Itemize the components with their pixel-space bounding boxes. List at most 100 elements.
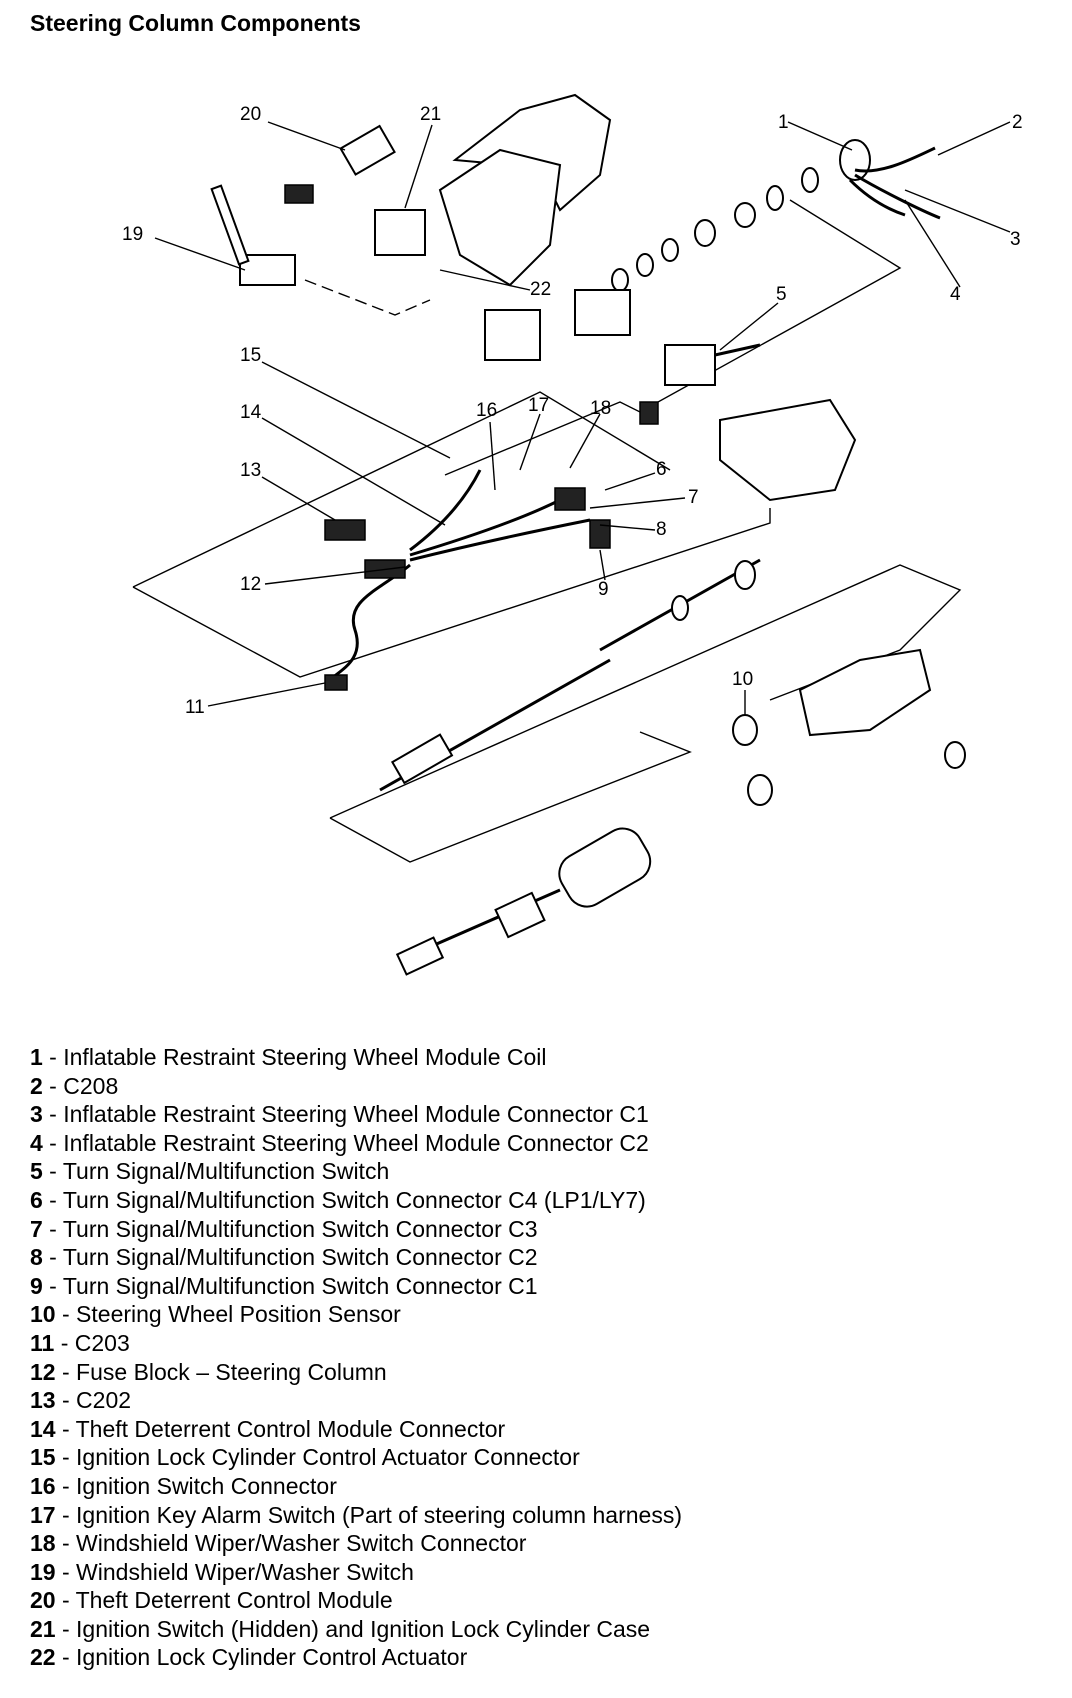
legend-text: Inflatable Restraint Steering Wheel Modu… [63, 1044, 547, 1070]
legend-separator: - [42, 1044, 64, 1070]
upper-bearing-stack [611, 139, 941, 292]
legend-text: Inflatable Restraint Steering Wheel Modu… [63, 1101, 649, 1128]
callout-8: 8 [656, 519, 667, 540]
legend-item: 21 - Ignition Switch (Hidden) and Igniti… [30, 1615, 682, 1644]
callout-4: 4 [950, 284, 961, 305]
legend-text: Ignition Key Alarm Switch (Part of steer… [76, 1501, 682, 1528]
legend-item: 1 - Inflatable Restraint Steering Wheel … [30, 1043, 682, 1072]
callout-1: 1 [778, 112, 789, 133]
legend-separator: - [55, 1444, 77, 1471]
legend-separator: - [55, 1501, 77, 1528]
legend-number: 17 [30, 1501, 56, 1528]
legend-number: 11 [30, 1329, 55, 1356]
legend-separator: - [55, 1558, 77, 1585]
legend-text: Ignition Switch Connector [76, 1472, 337, 1499]
callout-19: 19 [122, 224, 143, 245]
legend-separator: - [42, 1272, 63, 1299]
legend-separator: - [42, 1186, 63, 1213]
legend-item: 11 - C203 [30, 1329, 682, 1358]
legend-item: 16 - Ignition Switch Connector [30, 1472, 682, 1501]
callout-6: 6 [656, 459, 667, 480]
legend-text: Ignition Lock Cylinder Control Actuator [76, 1644, 468, 1671]
legend-separator: - [42, 1072, 64, 1099]
callout-labels: 1 2 3 4 5 6 7 8 9 10 11 12 13 14 15 16 1… [122, 104, 1023, 718]
legend-separator: - [42, 1215, 63, 1242]
legend-text: Turn Signal/Multifunction Switch Connect… [62, 1215, 538, 1242]
legend-number: 8 [30, 1244, 43, 1271]
legend-item: 15 - Ignition Lock Cylinder Control Actu… [30, 1443, 682, 1472]
legend-number: 20 [30, 1587, 56, 1614]
legend-number: 10 [30, 1301, 56, 1328]
legend-item: 7 - Turn Signal/Multifunction Switch Con… [30, 1215, 682, 1244]
legend-number: 2 [30, 1072, 43, 1099]
legend-item: 6 - Turn Signal/Multifunction Switch Con… [30, 1186, 682, 1215]
legend-text: Windshield Wiper/Washer Switch Connector [76, 1530, 527, 1557]
legend-separator: - [55, 1644, 77, 1671]
callout-3: 3 [1010, 229, 1021, 250]
legend-separator: - [54, 1329, 75, 1356]
legend-item: 12 - Fuse Block – Steering Column [30, 1358, 682, 1387]
legend-separator: - [42, 1244, 63, 1271]
legend-text: Theft Deterrent Control Module [75, 1587, 393, 1614]
callout-9: 9 [598, 579, 609, 600]
legend-item: 5 - Turn Signal/Multifunction Switch [30, 1157, 682, 1186]
legend-separator: - [55, 1530, 77, 1557]
legend-number: 1 [30, 1044, 43, 1070]
legend-separator: - [55, 1387, 77, 1414]
callout-22: 22 [530, 279, 551, 300]
legend-separator: - [42, 1101, 64, 1128]
legend-number: 13 [30, 1387, 56, 1414]
legend-text: Windshield Wiper/Washer Switch [76, 1558, 414, 1585]
legend-number: 18 [30, 1530, 56, 1557]
legend-item: 14 - Theft Deterrent Control Module Conn… [30, 1415, 682, 1444]
legend-item: 13 - C202 [30, 1386, 682, 1415]
legend-text: Ignition Lock Cylinder Control Actuator … [76, 1444, 580, 1471]
legend-separator: - [55, 1415, 76, 1442]
legend-number: 14 [30, 1415, 56, 1442]
legend-separator: - [55, 1587, 76, 1614]
legend-item: 9 - Turn Signal/Multifunction Switch Con… [30, 1272, 682, 1301]
callout-16: 16 [476, 400, 497, 421]
callout-13: 13 [240, 460, 261, 481]
legend-number: 4 [30, 1129, 43, 1156]
legend-item: 19 - Windshield Wiper/Washer Switch [30, 1558, 682, 1587]
steering-shaft [379, 558, 761, 792]
column-jacket [395, 827, 652, 976]
callout-5: 5 [776, 284, 787, 305]
legend-item: 22 - Ignition Lock Cylinder Control Actu… [30, 1643, 682, 1672]
legend-number: 21 [30, 1615, 56, 1642]
callout-12: 12 [240, 574, 261, 595]
callout-2: 2 [1012, 112, 1023, 133]
legend-text: Steering Wheel Position Sensor [76, 1301, 401, 1328]
switches [210, 124, 761, 386]
legend-text: Fuse Block – Steering Column [76, 1358, 387, 1385]
callout-20: 20 [240, 104, 261, 125]
legend-text: Theft Deterrent Control Module Connector [75, 1415, 506, 1442]
legend-separator: - [55, 1301, 77, 1328]
callout-17: 17 [528, 395, 549, 416]
legend-number: 9 [30, 1272, 43, 1299]
lower-bracket [732, 648, 966, 806]
legend-item: 17 - Ignition Key Alarm Switch (Part of … [30, 1501, 682, 1530]
callout-11: 11 [185, 697, 205, 718]
callout-10: 10 [732, 669, 753, 690]
exploded-view-diagram: 1 2 3 4 5 6 7 8 9 10 11 12 13 14 15 16 1… [122, 93, 1023, 976]
callout-15: 15 [240, 345, 261, 366]
legend-text: Turn Signal/Multifunction Switch Connect… [62, 1272, 538, 1299]
legend-number: 6 [30, 1186, 43, 1213]
legend-number: 12 [30, 1358, 56, 1385]
legend-text: C203 [74, 1329, 130, 1356]
legend-text: Inflatable Restraint Steering Wheel Modu… [63, 1129, 649, 1156]
wiring-harness [324, 401, 659, 691]
legend-number: 3 [30, 1101, 43, 1128]
diagram-title: Steering Column Components [30, 10, 361, 36]
legend-number: 22 [30, 1644, 56, 1671]
legend-separator: - [55, 1358, 77, 1385]
component-legend: 1 - Inflatable Restraint Steering Wheel … [30, 1043, 682, 1672]
callout-14: 14 [240, 402, 262, 423]
legend-separator: - [55, 1615, 77, 1642]
legend-separator: - [55, 1472, 77, 1499]
callout-7: 7 [688, 487, 699, 508]
legend-separator: - [42, 1129, 64, 1156]
legend-number: 16 [30, 1472, 56, 1499]
